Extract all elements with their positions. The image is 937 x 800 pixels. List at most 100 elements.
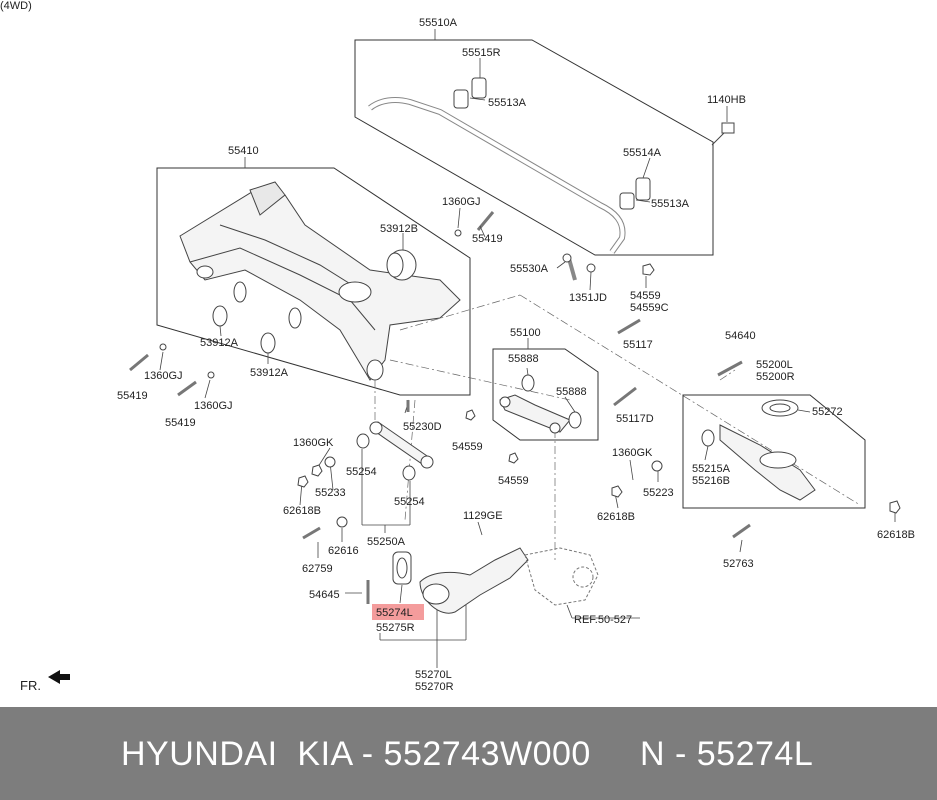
lower-arm: [719, 424, 816, 501]
label-55410: 55410: [228, 145, 259, 157]
label-55514a: 55514A: [623, 147, 662, 159]
knuckle: [524, 547, 599, 606]
stabilizer-link: [562, 253, 596, 281]
crossmember-box: [156, 167, 471, 396]
nut-62618b-left: [297, 475, 309, 488]
label-1140hb: 1140HB: [707, 94, 746, 106]
stabilizer-bushing-left: [453, 77, 487, 109]
bushing-55274l: [392, 551, 412, 585]
label-55223: 55223: [643, 487, 674, 499]
label-54559c: 54559C: [630, 302, 669, 314]
label-62618b-right: 62618B: [877, 529, 915, 541]
label-1360gj-mid: 1360GJ: [194, 400, 233, 412]
variant-label: (4WD): [0, 0, 32, 12]
assembly-lines: [374, 294, 861, 560]
label-53912b: 53912B: [380, 223, 418, 235]
label-55513a-right: 55513A: [651, 198, 690, 210]
label-62618b-left: 62618B: [283, 505, 321, 517]
part-labels: 55510A 55515R 55513A 1140HB 55514A 55513…: [20, 17, 915, 693]
parts-diagram: (4WD): [0, 0, 915, 693]
label-55254-b: 55254: [394, 496, 425, 508]
label-55272: 55272: [812, 406, 843, 418]
bushing-55215a: [701, 429, 715, 447]
label-1351jd: 1351JD: [569, 292, 607, 304]
label-55270l: 55270L: [415, 669, 452, 681]
stabilizer-bushing-right: [619, 177, 651, 210]
footer-oem-number: N - 55274L: [640, 735, 814, 773]
nut-1360gk-left: [311, 464, 323, 477]
stabilizer-bar: [368, 97, 626, 254]
label-ref: REF.50-527: [574, 614, 632, 626]
washer-62616: [336, 516, 348, 528]
upper-arm: [499, 394, 571, 434]
bushing-53912a-left: [212, 305, 228, 327]
label-54559-c: 54559: [498, 475, 529, 487]
nut-54559-top: [642, 263, 655, 276]
label-54640: 54640: [725, 330, 756, 342]
label-fr: FR.: [20, 678, 41, 693]
leader-lines-trailing: [345, 584, 640, 668]
label-55117d: 55117D: [616, 413, 654, 425]
label-55530a: 55530A: [510, 263, 549, 275]
bolts-55117: [302, 318, 751, 540]
label-1360gj-top: 1360GJ: [442, 196, 481, 208]
label-55200l: 55200L: [756, 359, 793, 371]
bolts-55419: [129, 211, 495, 397]
label-55515r: 55515R: [462, 47, 501, 59]
nut-62618b-far: [889, 500, 901, 514]
label-55419-top: 55419: [472, 233, 503, 245]
label-1129ge: 1129GE: [463, 510, 503, 522]
label-55230d: 55230D: [403, 421, 442, 433]
spring-seat-55272: [761, 399, 799, 417]
label-55254-a: 55254: [346, 466, 377, 478]
trailing-arm: [419, 547, 529, 614]
label-55513a-top: 55513A: [488, 97, 527, 109]
label-1360gk-left: 1360GK: [293, 437, 334, 449]
bushing-53912b: [386, 249, 417, 281]
label-55510a: 55510A: [419, 17, 458, 29]
label-55117: 55117: [623, 339, 653, 351]
front-arrow-icon: [48, 670, 70, 684]
label-55270r: 55270R: [415, 681, 454, 693]
bushing-55888: [521, 374, 582, 429]
nut-54559-low: [508, 452, 519, 464]
label-55200r: 55200R: [756, 371, 795, 383]
label-52763: 52763: [723, 558, 754, 570]
label-55100: 55100: [510, 327, 541, 339]
label-1360gk-right: 1360GK: [612, 447, 653, 459]
bushing-53912a-right: [260, 332, 276, 354]
label-55250a: 55250A: [367, 536, 406, 548]
bolt-1140hb: [711, 122, 735, 146]
label-54559-a: 54559: [630, 290, 661, 302]
label-54559-b: 54559: [452, 441, 483, 453]
label-55888-a: 55888: [508, 353, 539, 365]
leader-lines-stabilizer: [434, 29, 728, 291]
label-53912a-left: 53912A: [200, 337, 239, 349]
label-55233: 55233: [315, 487, 346, 499]
stabilizer-box: [354, 39, 714, 256]
label-55274l: 55274L: [376, 607, 413, 619]
leader-lines-crossmember: [159, 157, 486, 399]
label-55216b: 55216B: [692, 475, 730, 487]
label-55888-b: 55888: [556, 386, 587, 398]
assist-arm: [369, 421, 434, 469]
label-62618b-mid: 62618B: [597, 511, 635, 523]
label-55215a: 55215A: [692, 463, 731, 475]
label-55419-left: 55419: [117, 390, 148, 402]
label-62616: 62616: [328, 545, 359, 557]
footer-brand-partno: HYUNDAI KIA - 552743W000: [121, 735, 591, 773]
bushing-55254: [356, 433, 416, 481]
label-54645: 54645: [309, 589, 340, 601]
nut-54559-mid: [465, 409, 476, 421]
crossmember: [179, 181, 461, 381]
label-55419-mid: 55419: [165, 417, 196, 429]
washer-55233: [324, 456, 336, 468]
label-55275r: 55275R: [376, 622, 415, 634]
lower-arm-box: [682, 394, 866, 509]
highlight-55274l: [372, 604, 424, 620]
label-62759: 62759: [302, 563, 333, 575]
upper-arm-box: [492, 348, 599, 441]
footer-bar: HYUNDAI KIA - 552743W000 N - 55274L: [0, 707, 937, 800]
label-53912a-right: 53912A: [250, 367, 289, 379]
washer-55223: [651, 460, 663, 472]
